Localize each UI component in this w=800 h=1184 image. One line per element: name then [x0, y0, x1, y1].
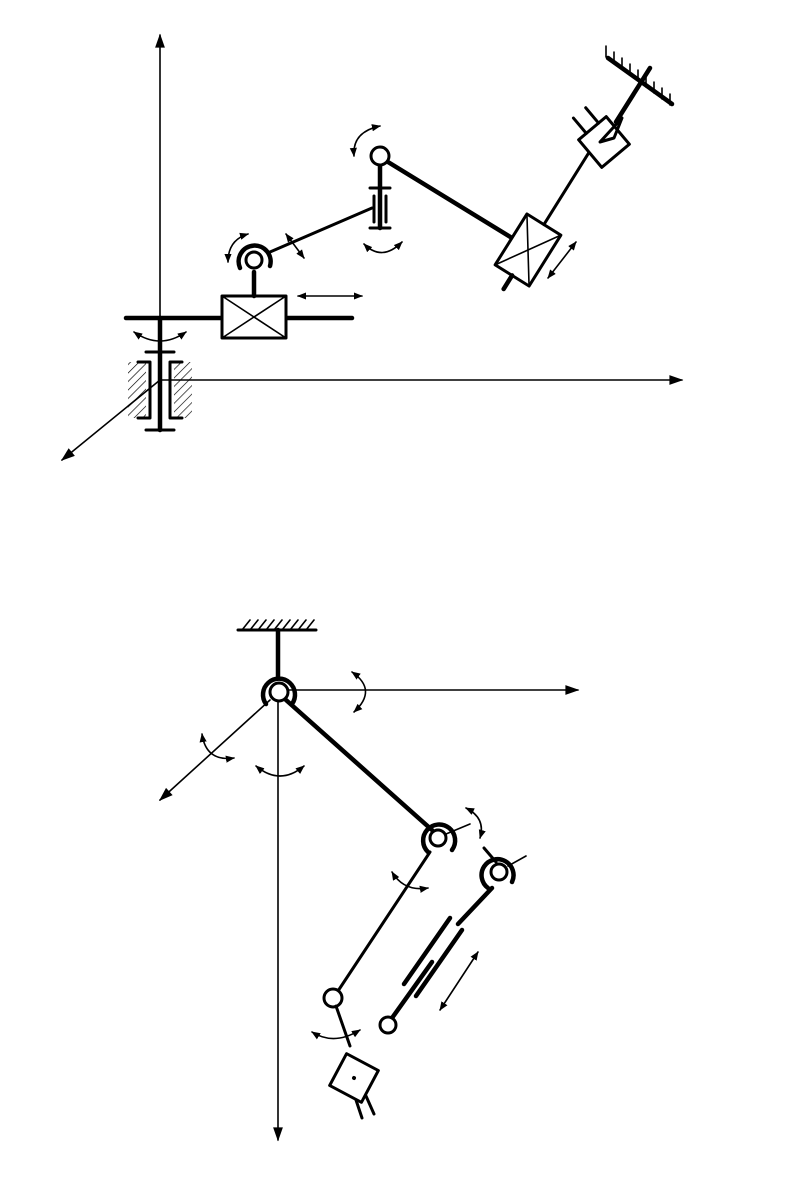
- elbow-housing: [420, 822, 458, 855]
- elbow-ball: [428, 828, 448, 848]
- joint2-rotation-arrow: [363, 241, 403, 254]
- bottom-joint-base: [199, 671, 367, 777]
- base-rot-arrow-z: [255, 765, 305, 777]
- wrist-rod-in: [501, 273, 515, 292]
- top-ground: [605, 45, 675, 125]
- base-joint-housing: [260, 676, 298, 707]
- wrist-rod-out: [542, 145, 595, 227]
- top-joint-2: [363, 161, 403, 254]
- telescopic-rod-bottom: [389, 959, 435, 1021]
- bottom-ground-hatch: [241, 619, 315, 631]
- base-rot-arrow-x: [351, 671, 367, 713]
- gripper-jaw-1: [571, 116, 588, 135]
- telescopic-rod-top: [455, 885, 495, 927]
- elbow-rot-arrow-1: [465, 807, 486, 839]
- bottom-upper-arm: [283, 697, 435, 833]
- top-base-bearing: [128, 315, 192, 433]
- bottom-gripper-jaw-1: [354, 1098, 364, 1120]
- bottom-axis-y: [158, 699, 271, 801]
- joint1-pin: [244, 250, 264, 270]
- top-horizontal-beam: [123, 292, 363, 340]
- parallel-joint-ball: [489, 862, 509, 882]
- bottom-ground: [236, 619, 318, 679]
- telescopic-end-pin: [378, 1015, 398, 1035]
- parallel-joint-housing: [479, 856, 516, 891]
- wrist-pin: [322, 987, 344, 1009]
- base-hatch-right: [174, 362, 192, 418]
- gripper-jaw-2: [584, 106, 601, 125]
- base-hatch-left: [128, 362, 146, 418]
- wrist-link: [334, 1004, 352, 1048]
- bottom-wrist: [311, 987, 361, 1048]
- bottom-parallel-joint: [479, 846, 527, 891]
- wrist-rot-arrow: [311, 1029, 361, 1040]
- top-axes: [60, 33, 684, 461]
- base-rotation-arrow: [133, 331, 187, 342]
- bottom-forearm: [334, 850, 432, 996]
- bearing-right: [168, 360, 184, 420]
- wrist-cross-2: [526, 213, 530, 287]
- joint3-rotation-arrow: [349, 124, 381, 157]
- bearing-left: [136, 360, 152, 420]
- joint1-rotation-arrow: [224, 232, 249, 263]
- top-diagram: [60, 33, 684, 461]
- ground-hatch: [605, 45, 671, 106]
- top-link-2: [385, 159, 515, 241]
- bottom-telescopic-link: [378, 885, 495, 1035]
- link1-rotation-arrow: [285, 233, 305, 259]
- telescopic-sleeve-b: [413, 927, 465, 999]
- bottom-diagram: [158, 619, 580, 1142]
- wrist-translation-arrow: [547, 241, 577, 279]
- parallel-joint-axis-stub: [507, 855, 527, 867]
- top-joint-1: [224, 232, 273, 299]
- ground-rod: [613, 65, 653, 125]
- base-joint-ball: [268, 681, 290, 703]
- base-rot-arrow-y: [199, 733, 235, 763]
- top-gripper: [571, 106, 631, 169]
- top-joint-3: [349, 124, 391, 167]
- telescopic-sleeve-a: [401, 915, 453, 987]
- gripper-blade: [598, 116, 624, 144]
- bottom-gripper-jaw-2: [364, 1094, 376, 1116]
- bottom-elbow: [391, 807, 486, 893]
- telescopic-translation-arrow: [439, 951, 479, 1011]
- bottom-gripper-center: [352, 1076, 356, 1080]
- top-wrist-prismatic: [493, 145, 595, 292]
- top-link-1: [268, 206, 374, 254]
- slider-cross-2: [221, 295, 287, 339]
- bottom-gripper: [328, 1052, 380, 1120]
